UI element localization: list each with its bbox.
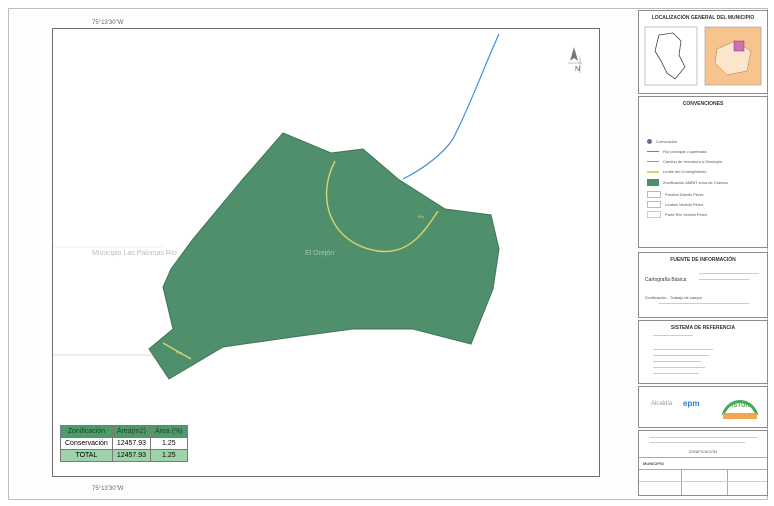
panel-title-block: ZONIFICACIÓN MUNICIPIO [638, 430, 768, 496]
zone-polygon [148, 132, 500, 380]
main-map-frame [52, 28, 600, 477]
panel-fuente: FUENTE DE INFORMACIÓN Cartografía Básica… [638, 252, 768, 318]
legend-item: Convención [647, 139, 677, 144]
north-arrow-icon [568, 47, 582, 73]
area-table: Zonificación Área(m2) Área (%) Conservac… [60, 425, 188, 462]
logo-right: ASTUR [719, 393, 761, 421]
stream-label-2: Río [176, 350, 183, 355]
north-label: N [575, 66, 581, 73]
legend-item: Río principal o quebrada [647, 149, 707, 154]
main-map-canvas [53, 33, 582, 380]
table-row: Conservación 12457.93 1.25 [60, 437, 188, 450]
map-label-left: Municipio Las Palomas Río [92, 250, 177, 257]
legend-item: Límite del Corregimiento [647, 169, 707, 174]
coord-bottom: 75°13'30"W [92, 486, 124, 492]
legend-item: Límites Vereda Pérez [647, 201, 703, 208]
legend-item: Camino de herradura o Municipio [647, 159, 722, 164]
table-total-row: TOTAL 12457.93 1.25 [60, 449, 188, 462]
stream-label-1: Río [418, 214, 425, 219]
panel-localizacion: LOCALIZACIÓN GENERAL DEL MUNICIPIO [638, 10, 768, 94]
logo-epm: epm [683, 399, 700, 408]
table-header-row: Zonificación Área(m2) Área (%) [60, 425, 188, 438]
legend-item: Parte Río Vereda Pérez [647, 211, 707, 218]
stream-line [402, 33, 500, 180]
legend-item: Predios Distrito Pérez [647, 191, 704, 198]
panel-convenciones: CONVENCIONES Convención Río principal o … [638, 96, 768, 248]
panel-sistema: SISTEMA DE REFERENCIA [638, 320, 768, 384]
coord-top: 75°13'30"W [92, 20, 124, 26]
logo-left: Alcaldía [651, 401, 673, 407]
locator-maps [644, 26, 762, 86]
map-label-center: El Orejón [305, 250, 335, 257]
astur-logo-icon [721, 400, 759, 419]
boundary-arc [325, 160, 439, 253]
boundary-segment [162, 342, 192, 360]
legend-item: Zonificación AMBIT zona de Cuenca [647, 179, 728, 186]
panel-logos: Alcaldía epm ASTUR [638, 386, 768, 428]
